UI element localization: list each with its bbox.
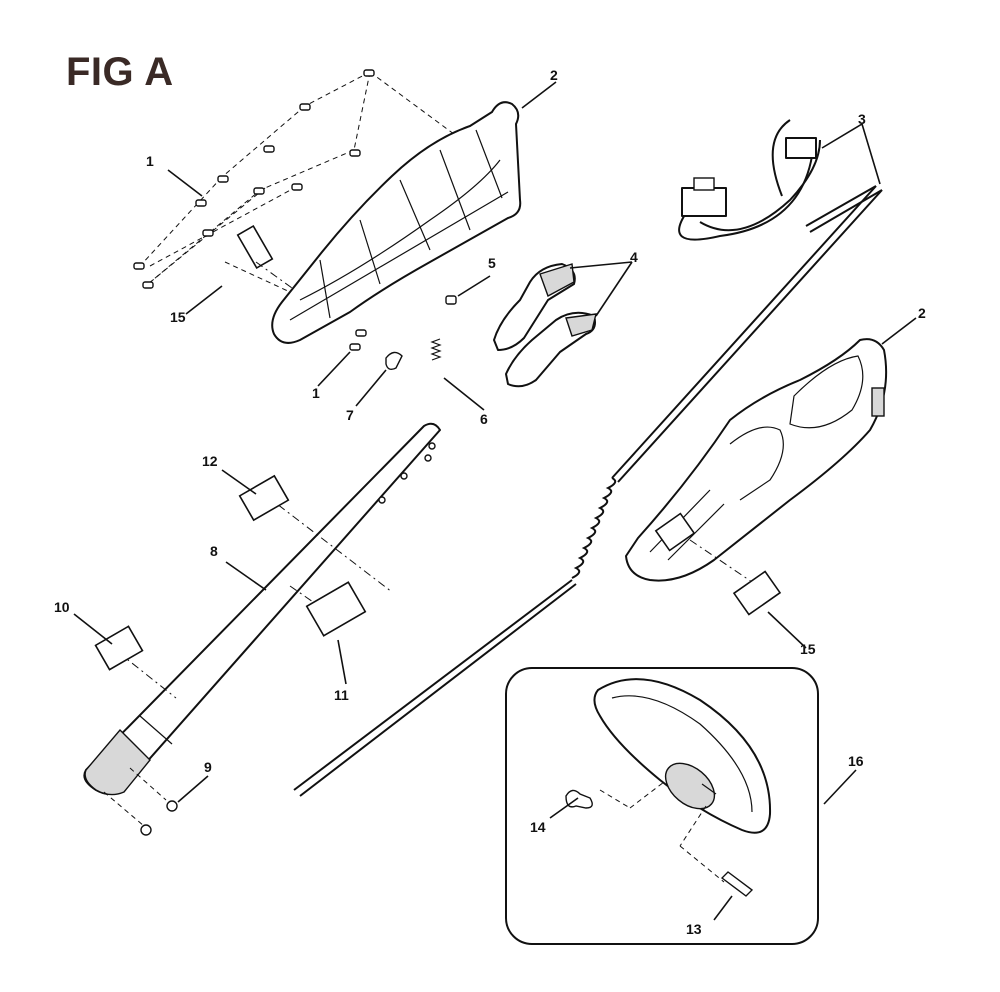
callout-2-right: 2 xyxy=(918,305,926,321)
callout-6: 6 xyxy=(480,411,488,427)
callout-leaders xyxy=(73,81,917,921)
label-15-sticker-b xyxy=(732,570,782,616)
small-screw-5 xyxy=(445,295,457,305)
eyelet-9 xyxy=(140,800,178,836)
screw-icon xyxy=(133,69,375,289)
bolt-13 xyxy=(720,871,754,897)
callout-11: 11 xyxy=(334,687,349,703)
callout-12: 12 xyxy=(202,453,218,469)
spring-6 xyxy=(430,338,442,361)
wire-lead-with-coil xyxy=(293,185,883,797)
callout-4: 4 xyxy=(630,249,638,265)
connector-body xyxy=(785,137,817,159)
callout-10: 10 xyxy=(54,599,70,615)
callout-15: 15 xyxy=(170,309,186,325)
callout-13: 13 xyxy=(686,921,702,937)
callout-1-lower: 1 xyxy=(312,385,320,401)
callout-1: 1 xyxy=(146,153,154,169)
label-15-sticker xyxy=(236,224,274,270)
label-10-sticker xyxy=(94,625,144,671)
callout-16: 16 xyxy=(848,753,864,769)
screws-1b xyxy=(349,329,367,351)
switch-body xyxy=(681,187,727,217)
callout-5: 5 xyxy=(488,255,496,271)
wing-nut-14 xyxy=(565,789,593,809)
shaft-tube xyxy=(83,422,441,827)
callout-8: 8 xyxy=(210,543,218,559)
callout-9: 9 xyxy=(204,759,212,775)
callout-2: 2 xyxy=(550,67,558,83)
housing-left-half xyxy=(236,101,522,344)
callout-7: 7 xyxy=(346,407,354,423)
callout-labels: 1 2 3 4 5 15 1 7 6 2 12 8 10 11 9 15 16 … xyxy=(54,67,926,937)
callout-3: 3 xyxy=(858,111,866,127)
detail-box-16 xyxy=(505,667,819,945)
trigger-parts xyxy=(493,263,597,388)
switch-harness xyxy=(678,119,883,241)
callout-15-right: 15 xyxy=(800,641,816,657)
screw-group-top xyxy=(133,69,463,293)
callout-14: 14 xyxy=(530,819,546,835)
housing-right-half xyxy=(625,338,888,616)
clip-7 xyxy=(385,351,403,371)
label-11-sticker xyxy=(305,581,367,637)
label-12-sticker xyxy=(238,474,290,522)
figure-title: FIG A xyxy=(66,50,174,94)
